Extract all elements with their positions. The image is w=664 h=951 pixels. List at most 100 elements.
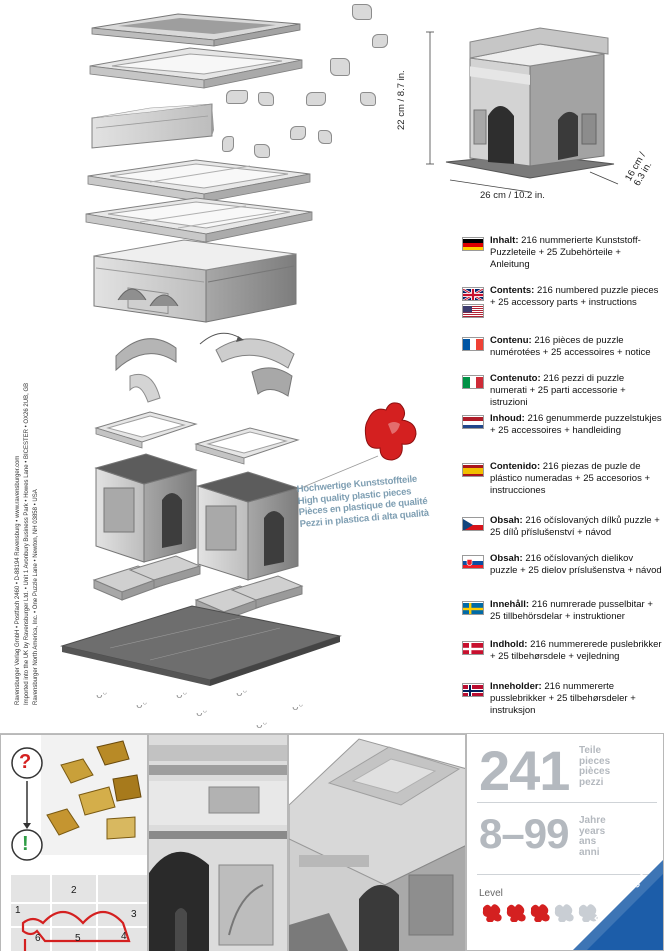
flag-sk-icon (462, 555, 484, 569)
top-detail-drawing (289, 735, 465, 951)
flag-group (462, 601, 486, 618)
red-plastic-piece (364, 402, 417, 461)
age-words: Jahre years ans anni (579, 815, 606, 858)
assembled-model: 22 cm / 8.7 in. 26 cm / 10.2 in. 16 cm /… (396, 14, 664, 224)
contents-label: Inhoud: (490, 413, 525, 424)
right-pillar (196, 471, 300, 581)
flag-group (462, 683, 486, 700)
flag-no-icon (462, 683, 484, 697)
flag-fr-icon (462, 337, 484, 351)
contents-label: Innehåll: (490, 599, 530, 610)
flag-gb-icon (462, 287, 484, 301)
flag-group (462, 375, 486, 392)
product-info-box: 241 Teile pieces pièces pezzi 8–99 Jahre… (466, 733, 664, 951)
instructions-panel: ? ! 1 2 3 4 5 6 (0, 734, 148, 951)
step-number: 2 (71, 885, 77, 896)
roof-slab (91, 13, 301, 47)
contents-description: 216 pezzi di puzzle numerati + 25 parti … (490, 373, 626, 408)
brand-triangle (573, 860, 663, 950)
level-label: Level (479, 888, 503, 899)
exclamation-mark: ! (22, 833, 29, 855)
piece-word: pièces (579, 766, 611, 777)
contents-text: Inhoud: 216 genummerde puzzelstukjes + 2… (490, 413, 662, 437)
level-piece-inactive-icon (577, 902, 599, 923)
contents-text: Obsah: 216 očíslovaných dílků puzzle + 2… (490, 515, 662, 539)
contents-text: Contenu: 216 pièces de puzzle numérotées… (490, 335, 662, 359)
age-word: Jahre (579, 815, 606, 826)
loose-piece (290, 126, 306, 140)
age-word: anni (579, 846, 600, 858)
flag-group (462, 237, 486, 254)
assembled-model-drawing (426, 27, 619, 193)
flag-group (462, 287, 486, 321)
flag-nl-icon (462, 415, 484, 429)
loose-piece (372, 34, 388, 48)
contents-label: Contenido: (490, 461, 541, 472)
flag-group (462, 463, 486, 480)
exploded-view-drawing (60, 13, 417, 686)
credit-line: Ravensburger North America, Inc. • One P… (33, 489, 39, 705)
flag-it-icon (462, 375, 484, 389)
loose-piece (318, 130, 332, 144)
piece-word: pieces (579, 755, 611, 767)
question-mark: ? (19, 751, 32, 773)
contents-text: Inhalt: 216 nummerierte Kunststoff-Puzzl… (490, 235, 662, 271)
cornice-slab-lower (85, 197, 313, 243)
flag-dk-icon (462, 641, 484, 655)
clip-piece: ᴗᵕ (136, 698, 148, 711)
contents-description: 216 nummerierte Kunststoff-Puzzleteile +… (490, 235, 641, 270)
flag-group (462, 517, 486, 534)
contents-description: 216 numbered puzzle pieces + 25 accessor… (490, 285, 659, 308)
loose-piece (258, 92, 274, 106)
detail-photo-arch (148, 734, 288, 951)
contents-label: Obsah: (490, 553, 523, 564)
flag-cz-icon (462, 517, 484, 531)
credit-line: Ravensburger Verlag GmbH • Postfach 2460… (15, 455, 21, 705)
floor-frames (94, 411, 300, 465)
loose-piece (360, 92, 376, 106)
base-plate (60, 605, 342, 686)
clip-piece: ᴗᵕ (292, 700, 304, 713)
arch-pieces (115, 332, 295, 403)
contents-description: 216 numrerade pusselbitar + 25 tillbehör… (490, 599, 653, 622)
age-word: years (579, 825, 606, 837)
flag-es-icon (462, 463, 484, 477)
left-pillar (94, 453, 198, 563)
loose-piece (226, 90, 248, 104)
contents-text: Contenido: 216 piezas de puzle de plásti… (490, 461, 662, 497)
info-divider (477, 802, 657, 803)
info-divider (477, 874, 657, 875)
step-number: 4 (121, 931, 127, 942)
step-number: 6 (35, 933, 41, 944)
clip-piece: ᴗᵕ (176, 688, 188, 701)
contents-label: Contents: (490, 285, 535, 296)
piece-count: 241 (479, 739, 570, 802)
cornice-slab-upper (87, 159, 311, 203)
contents-description: 216 nummererte pusslebrikker + 25 tilbeh… (490, 681, 636, 716)
contents-description: 216 piezas de puzle de plástico numerada… (490, 461, 651, 496)
contents-label: Contenu: (490, 335, 532, 346)
flag-us-icon (462, 304, 484, 318)
contents-text: Innehåll: 216 numrerade pusselbitar + 25… (490, 599, 662, 623)
contents-text: Contents: 216 numbered puzzle pieces + 2… (490, 285, 662, 309)
contents-text: Contenuto: 216 pezzi di puzzle numerati … (490, 373, 662, 409)
clip-piece: ᴗᵕ (96, 688, 108, 701)
credit-line: Imported into the UK by Ravensburger Ltd… (24, 382, 30, 705)
arch-detail-drawing (149, 735, 287, 951)
contents-text: Obsah: 216 očíslovaných dielikov puzzle … (490, 553, 662, 577)
clip-piece: ᴗᵕ (236, 686, 248, 699)
piece-words: Teile pieces pièces pezzi (579, 745, 611, 788)
contents-description: 216 pièces de puzzle numérotées + 25 acc… (490, 335, 651, 358)
clip-piece: ᴗᵕ (196, 706, 208, 719)
detail-photo-top (288, 734, 466, 951)
loose-piece (222, 136, 234, 152)
step-number: 5 (75, 933, 81, 944)
contents-text: Indhold: 216 nummererede puslebrikker + … (490, 639, 662, 663)
height-value: 22 cm / 8.7 in. (396, 70, 407, 130)
pillar-bases (92, 555, 304, 621)
step-number: 1 (15, 905, 21, 916)
flag-se-icon (462, 601, 484, 615)
contents-description: 216 nummererede puslebrikker + 25 tilbeh… (490, 639, 662, 662)
bottom-strip: ? ! 1 2 3 4 5 6 (0, 733, 664, 951)
contents-description: 216 očíslovaných dielikov puzzle + 25 di… (490, 553, 662, 576)
